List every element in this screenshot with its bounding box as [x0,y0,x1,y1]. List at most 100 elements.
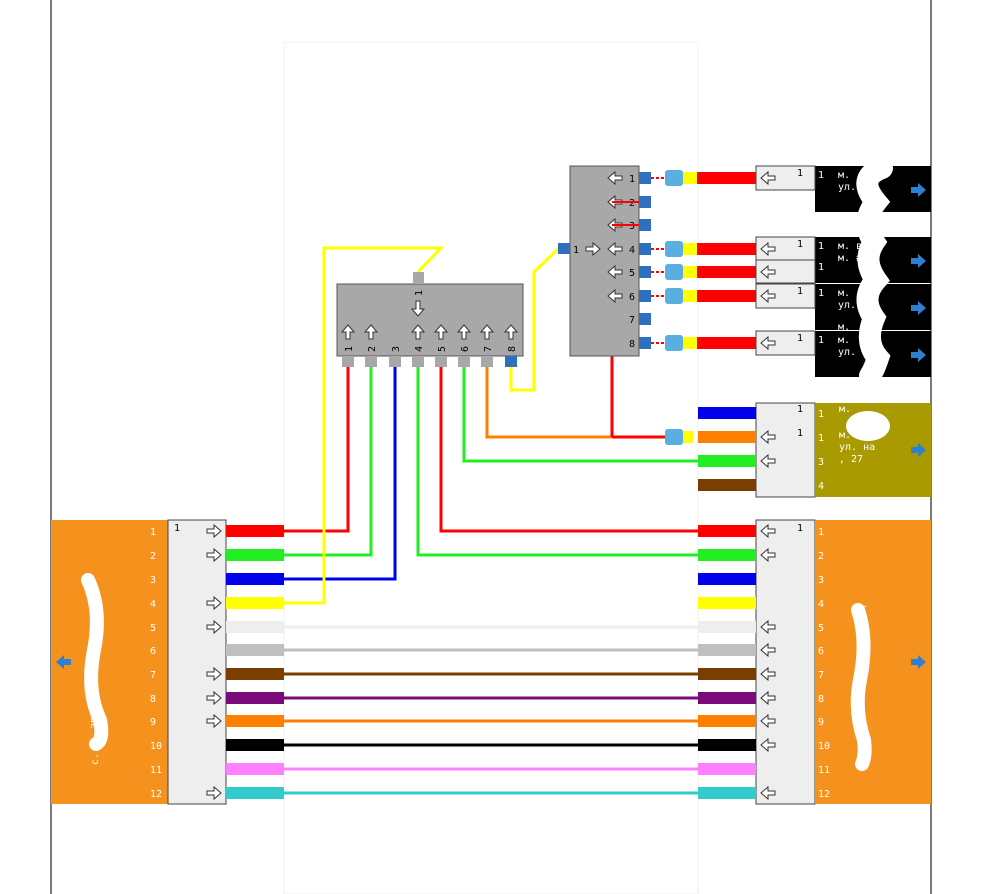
junction-right-side-pin-label: 1 [573,245,579,256]
left-module-arrow-icon[interactable] [56,655,71,669]
wire-green-right [416,362,698,557]
olive-pin-arrow-icon [760,453,776,469]
junction-right-side-arrow-icon [585,241,601,257]
terminal-icon [665,241,683,257]
junction-right-pin-arrow-icon [607,264,623,280]
black-module-extra-line: м. [838,322,850,333]
black-module-arrow-icon[interactable] [911,254,926,268]
right-wire-stub-green [698,549,756,561]
junction-right-body [569,165,640,357]
black-modules-redaction [856,157,893,387]
olive-address-line-4: , 27 [839,454,863,465]
terminal-sleeve [683,266,697,278]
black-module-pin-arrow-icon [760,241,776,257]
right-wire-stub-yellow [698,597,756,609]
junction-right-pin-label: 6 [629,292,635,303]
olive-pin-arrow-icon [760,429,776,445]
left-pin-arrow-icon [206,666,222,682]
terminal-icon [665,335,683,351]
right-wire-stub-blue [698,573,756,585]
right-connector-number: 1 [797,523,803,534]
black-module-connector-number: 1 [797,286,803,297]
left-pin-label: 3 [150,575,156,586]
olive-pin-label: 1 [818,433,824,444]
wire-red-stub [697,337,756,349]
black-module-arrow-icon[interactable] [911,301,926,315]
black-module-line-1: м. [838,170,850,181]
black-module-extra-pin: 1 [818,262,824,273]
left-pin-label: 11 [150,765,162,776]
right-pin-arrow-icon [760,785,776,801]
junction-right-pin-label: 7 [629,315,635,326]
left-wire-stub-orange [226,715,284,727]
terminal-icon [665,170,683,186]
right-pin-label: 6 [818,646,824,657]
right-pin-label: 9 [818,717,824,728]
right-wire-stub-orange [698,715,756,727]
junction-mid-pin-arrow-icon [456,324,472,340]
left-pin-label: 5 [150,623,156,634]
left-wire-stub-green [226,549,284,561]
junction-mid-pin-label: 4 [414,346,425,352]
wire-blue-left [284,362,397,581]
left-wire-stub-pink [226,763,284,775]
left-pin-label: 7 [150,670,156,681]
junction-right-pin-label: 5 [629,268,635,279]
right-pin-arrow-icon [760,523,776,539]
wire-green-left [284,362,373,557]
wire-red-left [284,362,350,533]
right-wire-stub-white [698,621,756,633]
junction-right-pin [639,313,651,325]
black-module-arrow-icon[interactable] [911,348,926,362]
junction-mid-pin [481,356,493,367]
junction-mid-pin-label: 5 [437,346,448,352]
right-pin-label: 11 [818,765,830,776]
right-pin-label: 1 [818,527,824,538]
black-module-line-1: м. в [838,241,862,252]
olive-module-arrow-icon[interactable] [911,443,926,457]
left-pin-label: 10 [150,741,162,752]
right-pin-arrow-icon [760,690,776,706]
black-module-line-2: ул. а [838,182,868,193]
olive-pin-label: 4 [818,481,824,492]
wire-red-stub [697,243,756,255]
terminal-sleeve [683,337,697,349]
olive-wire-stub-blue [698,407,756,419]
junction-mid-pin [342,356,354,367]
olive-pin-label: 1 [818,409,824,420]
junction-mid-pin-arrow-icon [479,324,495,340]
left-pin-label: 1 [150,527,156,538]
black-module-pin-arrow-icon [760,170,776,186]
junction-right-pin-arrow-icon [607,288,623,304]
junction-mid-pin-label: 2 [367,346,378,352]
wire-red-stub [697,266,756,278]
junction-mid-pin [435,356,447,367]
black-module-connector-number: 1 [797,333,803,344]
olive-wire-stub-green [698,455,756,467]
terminal-sleeve [683,172,697,184]
olive-pin-label: 3 [818,457,824,468]
wire-orange-olive [485,362,672,439]
black-module-line-2: ул. а [838,347,868,358]
left-wire-stub-red [226,525,284,537]
black-module-arrow-icon[interactable] [911,183,926,197]
black-module-pin-label: 1 [818,241,824,252]
junction-mid-pin-label: 1 [344,346,355,352]
olive-connector-number-2: 1 [797,428,803,439]
right-module-arrow-icon[interactable] [911,655,926,669]
right-wire-stub-black [698,739,756,751]
right-pin-label: 3 [818,575,824,586]
left-wire-stub-brown [226,668,284,680]
olive-module-redaction [846,411,890,441]
left-pin-label: 8 [150,694,156,705]
left-pin-label: 4 [150,599,156,610]
junction-mid-pin-arrow-icon [340,324,356,340]
right-pin-label: 7 [818,670,824,681]
junction-right-pin-label: 2 [629,198,635,209]
junction-mid-top-pin-label: 1 [414,290,425,296]
